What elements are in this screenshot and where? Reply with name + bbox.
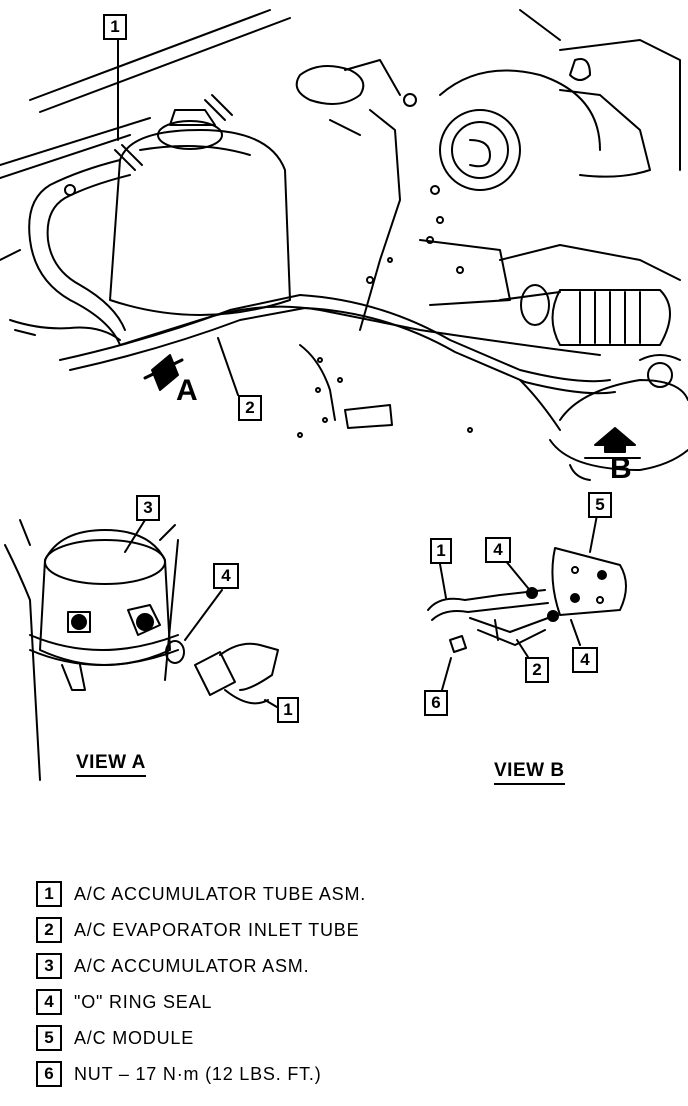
main-engine-view	[0, 9, 688, 481]
legend-number-box: 2	[36, 917, 62, 943]
parts-legend: 1 A/C ACCUMULATOR TUBE ASM. 2 A/C EVAPOR…	[36, 876, 636, 1092]
view-b-module-plate	[551, 547, 627, 616]
view-b-label: VIEW B	[494, 760, 565, 785]
callout-view-a-o-ring: 4	[213, 563, 239, 589]
view-b-marker: B	[610, 452, 632, 485]
legend-text: A/C ACCUMULATOR TUBE ASM.	[74, 883, 367, 904]
legend-number-box: 6	[36, 1061, 62, 1087]
callout-view-b-nut: 6	[424, 690, 448, 716]
legend-number-box: 1	[36, 881, 62, 907]
callout-view-a-tube-asm: 1	[277, 697, 299, 723]
legend-row: 4 "O" RING SEAL	[36, 984, 636, 1020]
callout-view-b-o-ring-top: 4	[485, 537, 511, 563]
legend-text: A/C ACCUMULATOR ASM.	[74, 955, 310, 976]
view-b-detail	[427, 514, 627, 691]
view-a-label: VIEW A	[76, 752, 146, 777]
view-a-o-ring	[165, 640, 185, 664]
legend-row: 6 NUT – 17 N·m (12 LBS. FT.)	[36, 1056, 636, 1092]
callout-view-b-inlet-tube: 2	[525, 657, 549, 683]
legend-number-box: 3	[36, 953, 62, 979]
legend-number-box: 5	[36, 1025, 62, 1051]
legend-number-box: 4	[36, 989, 62, 1015]
callout-main-inlet-tube: 2	[238, 395, 262, 421]
legend-text: A/C EVAPORATOR INLET TUBE	[74, 919, 360, 940]
hose-left	[28, 159, 121, 346]
view-a-marker: A	[176, 374, 198, 407]
callout-main-tube-asm: 1	[103, 14, 127, 40]
callout-view-a-accumulator: 3	[136, 495, 160, 521]
legend-text: NUT – 17 N·m (12 LBS. FT.)	[74, 1063, 322, 1084]
callout-view-b-o-ring-right: 4	[572, 647, 598, 673]
ac-module-ribbed-housing	[551, 289, 671, 346]
legend-row: 5 A/C MODULE	[36, 1020, 636, 1056]
legend-row: 1 A/C ACCUMULATOR TUBE ASM.	[36, 876, 636, 912]
legend-row: 2 A/C EVAPORATOR INLET TUBE	[36, 912, 636, 948]
callout-view-b-tube-asm: 1	[430, 538, 452, 564]
legend-text: A/C MODULE	[74, 1027, 195, 1048]
callout-view-b-module: 5	[588, 492, 612, 518]
accumulator-canister	[109, 129, 291, 316]
legend-row: 3 A/C ACCUMULATOR ASM.	[36, 948, 636, 984]
view-a-detail	[4, 519, 283, 781]
legend-text: "O" RING SEAL	[74, 991, 213, 1012]
